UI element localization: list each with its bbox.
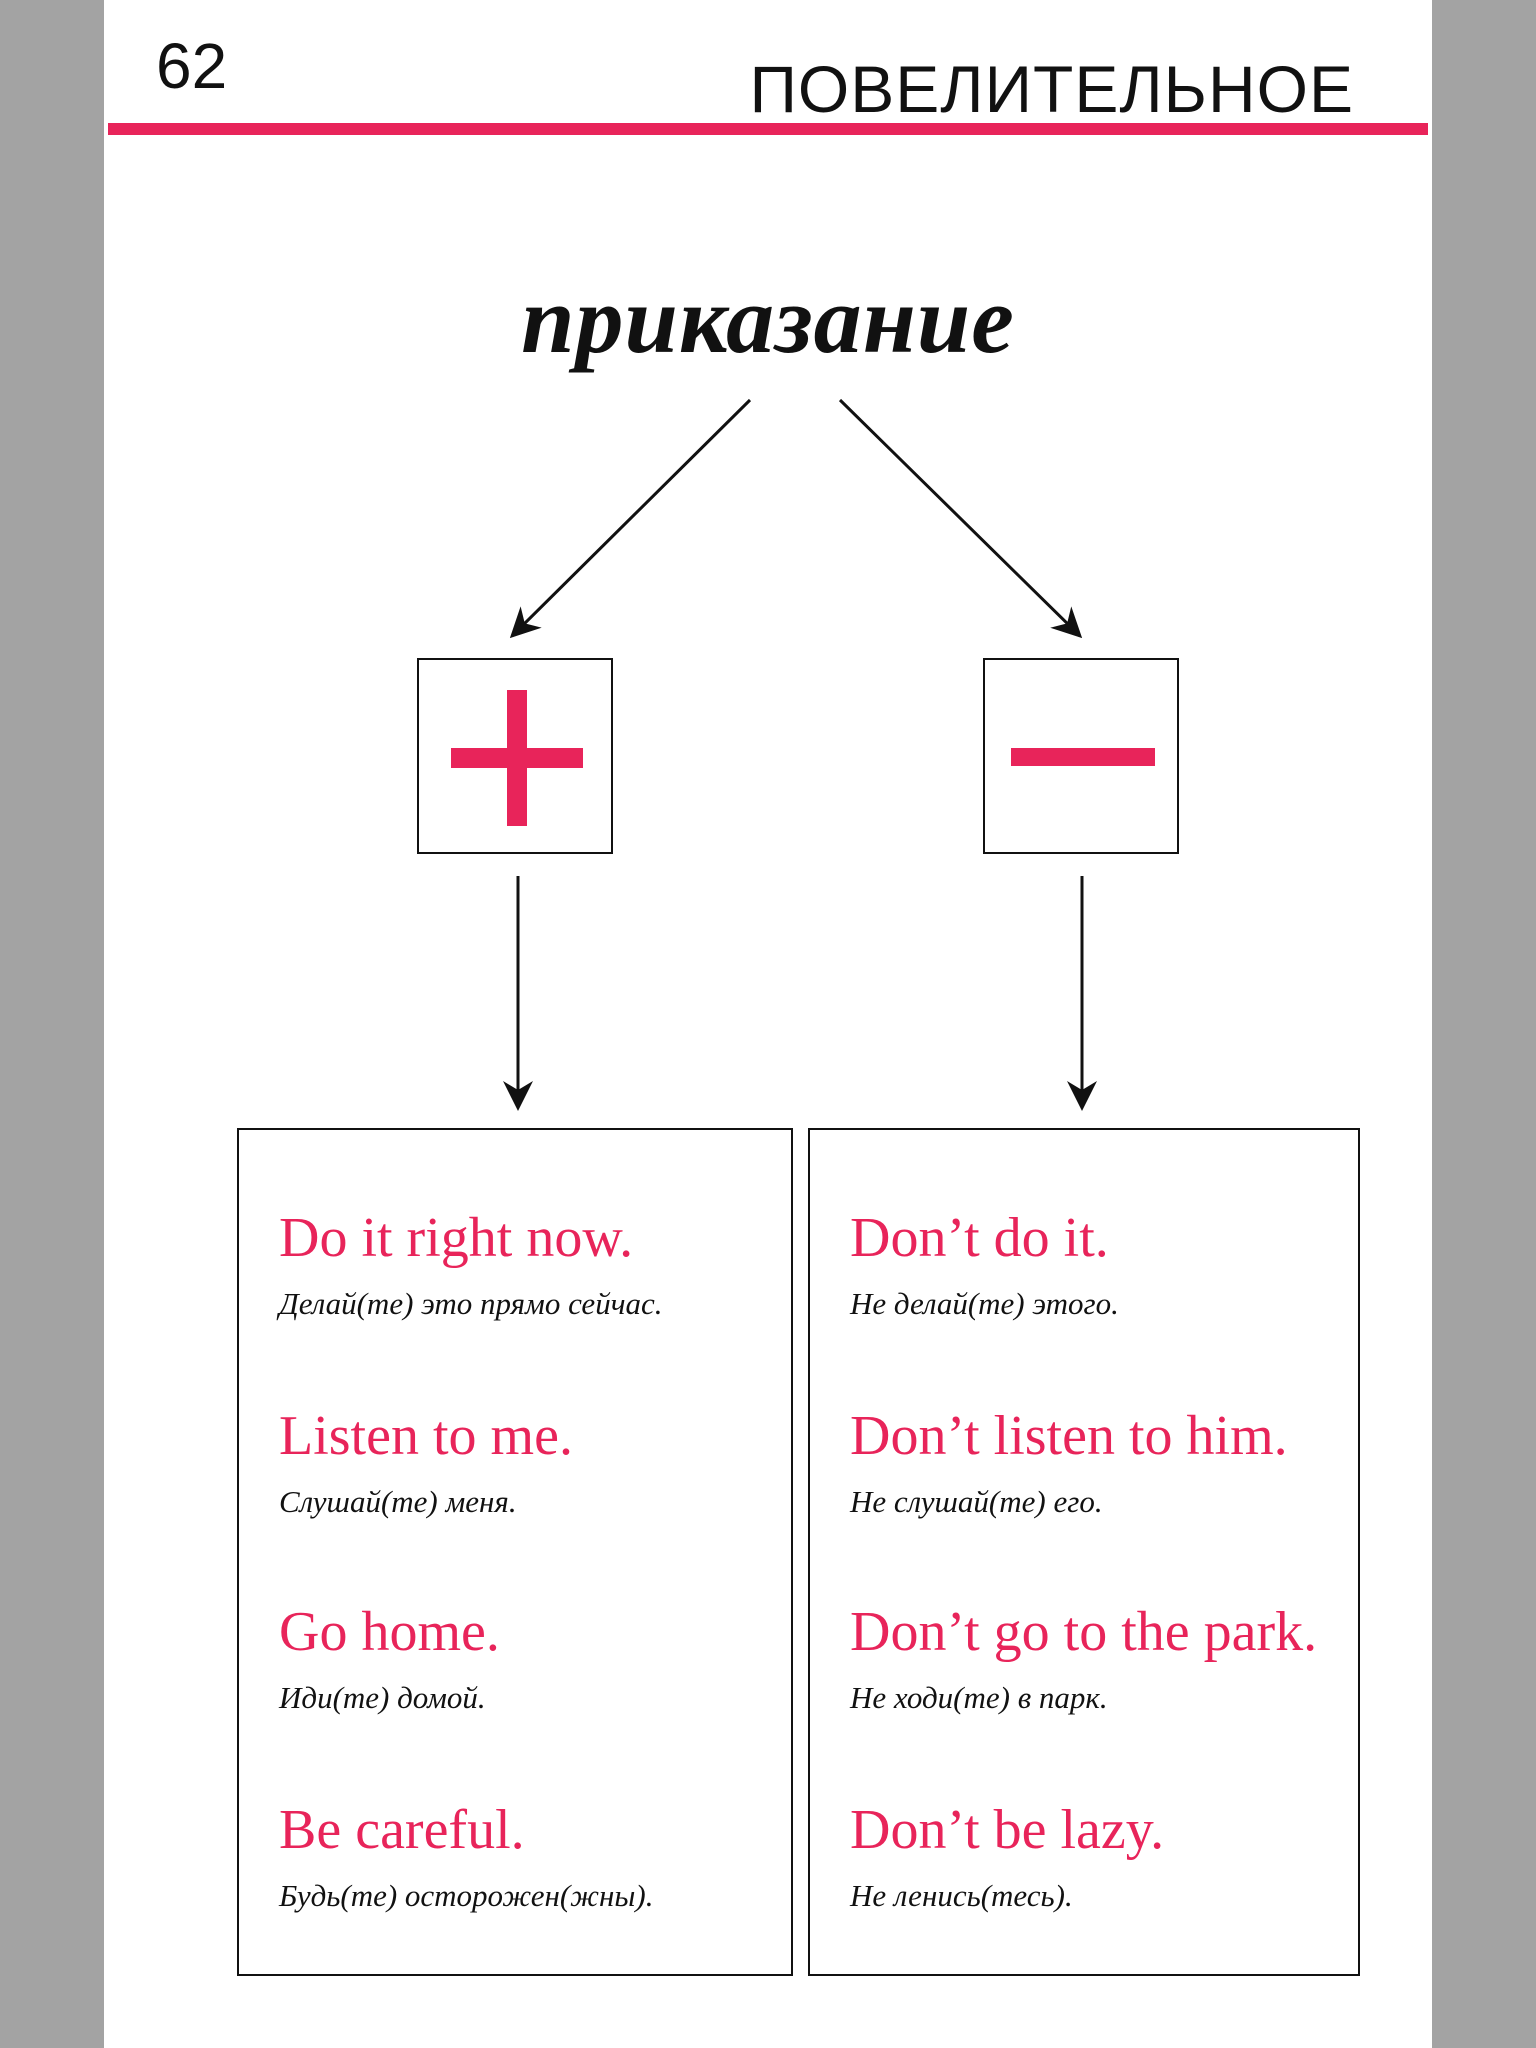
english-sentence: Don’t go to the park. (850, 1601, 1318, 1663)
main-word: приказание (521, 266, 1015, 373)
page-number: 62 (156, 30, 228, 102)
english-sentence: Don’t do it. (850, 1207, 1109, 1269)
english-sentence: Do it right now. (279, 1207, 634, 1269)
example-item: Don’t listen to him. Не слушай(те) его. (850, 1408, 1288, 1517)
header-rule (108, 123, 1428, 135)
diagram-arrows (503, 398, 1097, 1111)
russian-translation: Не делай(те) этого. (850, 1286, 1119, 1321)
russian-translation: Слушай(те) меня. (279, 1484, 517, 1519)
negative-examples: Don’t do it. Не делай(те) этого. Don’t l… (808, 1128, 1360, 1976)
example-item: Don’t go to the park. Не ходи(те) в парк… (850, 1604, 1317, 1713)
english-sentence: Listen to me. (279, 1405, 573, 1467)
example-item: Don’t do it. Не делай(те) этого. (850, 1210, 1119, 1319)
book-page: 62 ПОВЕЛИТЕЛЬНОЕ приказание Do it right … (104, 0, 1432, 2048)
example-item: Be careful. Будь(те) осторожен(жны). (279, 1802, 653, 1911)
section-title: ПОВЕЛИТЕЛЬНОЕ (749, 52, 1354, 126)
plus-box (417, 658, 613, 854)
russian-translation: Не слушай(те) его. (850, 1484, 1103, 1519)
arrow-to-plus (509, 398, 752, 639)
russian-translation: Будь(те) осторожен(жны). (279, 1878, 654, 1913)
minus-box (983, 658, 1179, 854)
english-sentence: Don’t listen to him. (850, 1405, 1288, 1467)
russian-translation: Не ленись(тесь). (850, 1878, 1073, 1913)
russian-translation: Не ходи(те) в парк. (850, 1680, 1108, 1715)
english-sentence: Be careful. (279, 1799, 525, 1861)
example-item: Go home. Иди(те) домой. (279, 1604, 500, 1713)
russian-translation: Иди(те) домой. (279, 1680, 486, 1715)
example-item: Don’t be lazy. Не ленись(тесь). (850, 1802, 1164, 1911)
arrow-to-minus (838, 398, 1083, 639)
example-item: Do it right now. Делай(те) это прямо сей… (279, 1210, 663, 1319)
english-sentence: Go home. (279, 1601, 500, 1663)
russian-translation: Делай(те) это прямо сейчас. (279, 1286, 663, 1321)
affirmative-examples: Do it right now. Делай(те) это прямо сей… (237, 1128, 793, 1976)
example-item: Listen to me. Слушай(те) меня. (279, 1408, 573, 1517)
english-sentence: Don’t be lazy. (850, 1799, 1165, 1861)
